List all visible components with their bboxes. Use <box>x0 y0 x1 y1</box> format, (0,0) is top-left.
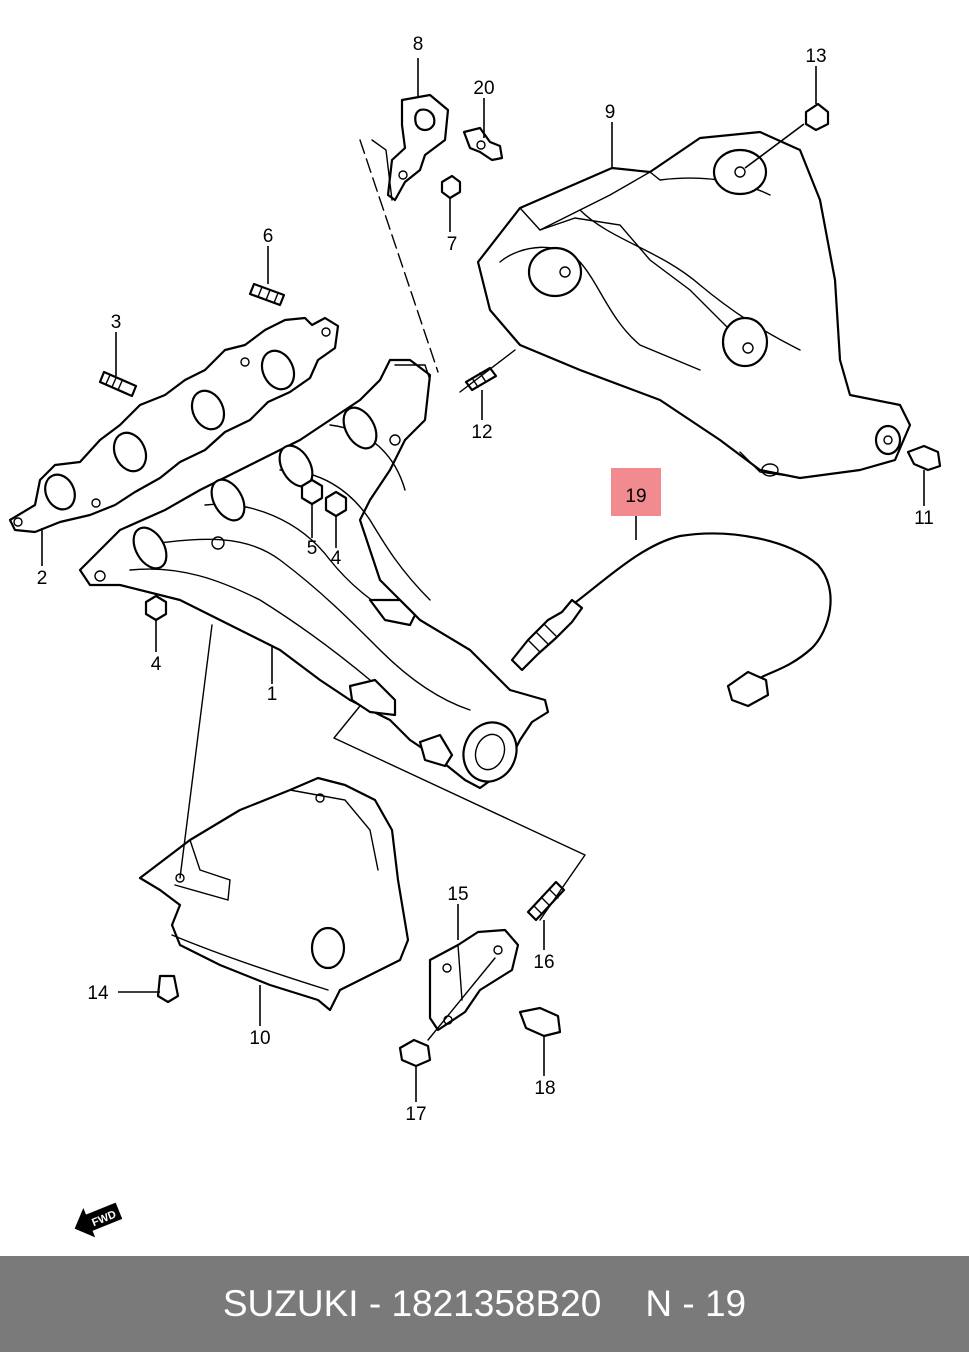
callout-10: 10 <box>249 1028 270 1049</box>
manifold-gasket <box>8 316 340 534</box>
footer-position: N - 19 <box>645 1283 747 1324</box>
callout-19: 19 <box>625 486 646 507</box>
heat-shield-lower <box>138 776 410 1012</box>
callout-4-upper: 4 <box>331 548 342 569</box>
fwd-arrow-icon: FWD <box>74 1202 123 1238</box>
heat-shield-upper <box>476 130 912 480</box>
callout-18: 18 <box>534 1078 555 1099</box>
footer-brand: SUZUKI <box>222 1283 359 1324</box>
nut-4-lower <box>144 594 168 622</box>
callout-13: 13 <box>805 46 826 67</box>
stud-bolt-6 <box>248 282 286 307</box>
highlight-box-19 <box>611 468 661 516</box>
footer-bar: SUZUKI - 1821358B20 N - 19 <box>0 1256 969 1352</box>
footer-part-number: 1821358B20 <box>391 1283 602 1324</box>
callout-4-lower: 4 <box>151 654 162 675</box>
nut-5 <box>300 478 324 506</box>
callout-6: 6 <box>263 226 274 247</box>
clip <box>462 126 504 162</box>
callout-14: 14 <box>87 983 109 1004</box>
callout-5: 5 <box>307 538 318 559</box>
exhaust-manifold <box>78 358 550 790</box>
exploded-parts-diagram: 8 20 9 13 6 7 3 12 19 11 5 4 2 4 1 15 16… <box>8 34 942 1238</box>
callout-8: 8 <box>413 34 424 55</box>
callout-12: 12 <box>471 422 492 443</box>
callout-16: 16 <box>533 952 554 973</box>
callout-7: 7 <box>447 234 458 255</box>
manifold-support-bracket <box>428 928 520 1032</box>
nut-7 <box>440 174 462 200</box>
nut-13 <box>804 102 830 132</box>
callout-20: 20 <box>473 78 494 99</box>
callout-9: 9 <box>605 102 616 123</box>
stud-bolt-12 <box>464 366 498 392</box>
callout-11: 11 <box>914 508 934 529</box>
nut-4-upper <box>324 490 348 518</box>
callout-15: 15 <box>447 884 468 905</box>
callout-1: 1 <box>267 684 278 705</box>
stud-bolt-16 <box>526 880 566 922</box>
stud-bolt-3 <box>98 370 138 398</box>
bolt-18 <box>518 1006 562 1038</box>
callout-2: 2 <box>37 568 48 589</box>
callout-3: 3 <box>111 312 122 333</box>
nut-17 <box>398 1038 432 1068</box>
bracket <box>371 93 450 202</box>
oxygen-sensor <box>510 532 832 708</box>
bolt-14 <box>156 974 180 1004</box>
footer-separator: - <box>358 1283 392 1324</box>
callout-17: 17 <box>405 1104 426 1125</box>
bolt-11 <box>906 444 942 472</box>
